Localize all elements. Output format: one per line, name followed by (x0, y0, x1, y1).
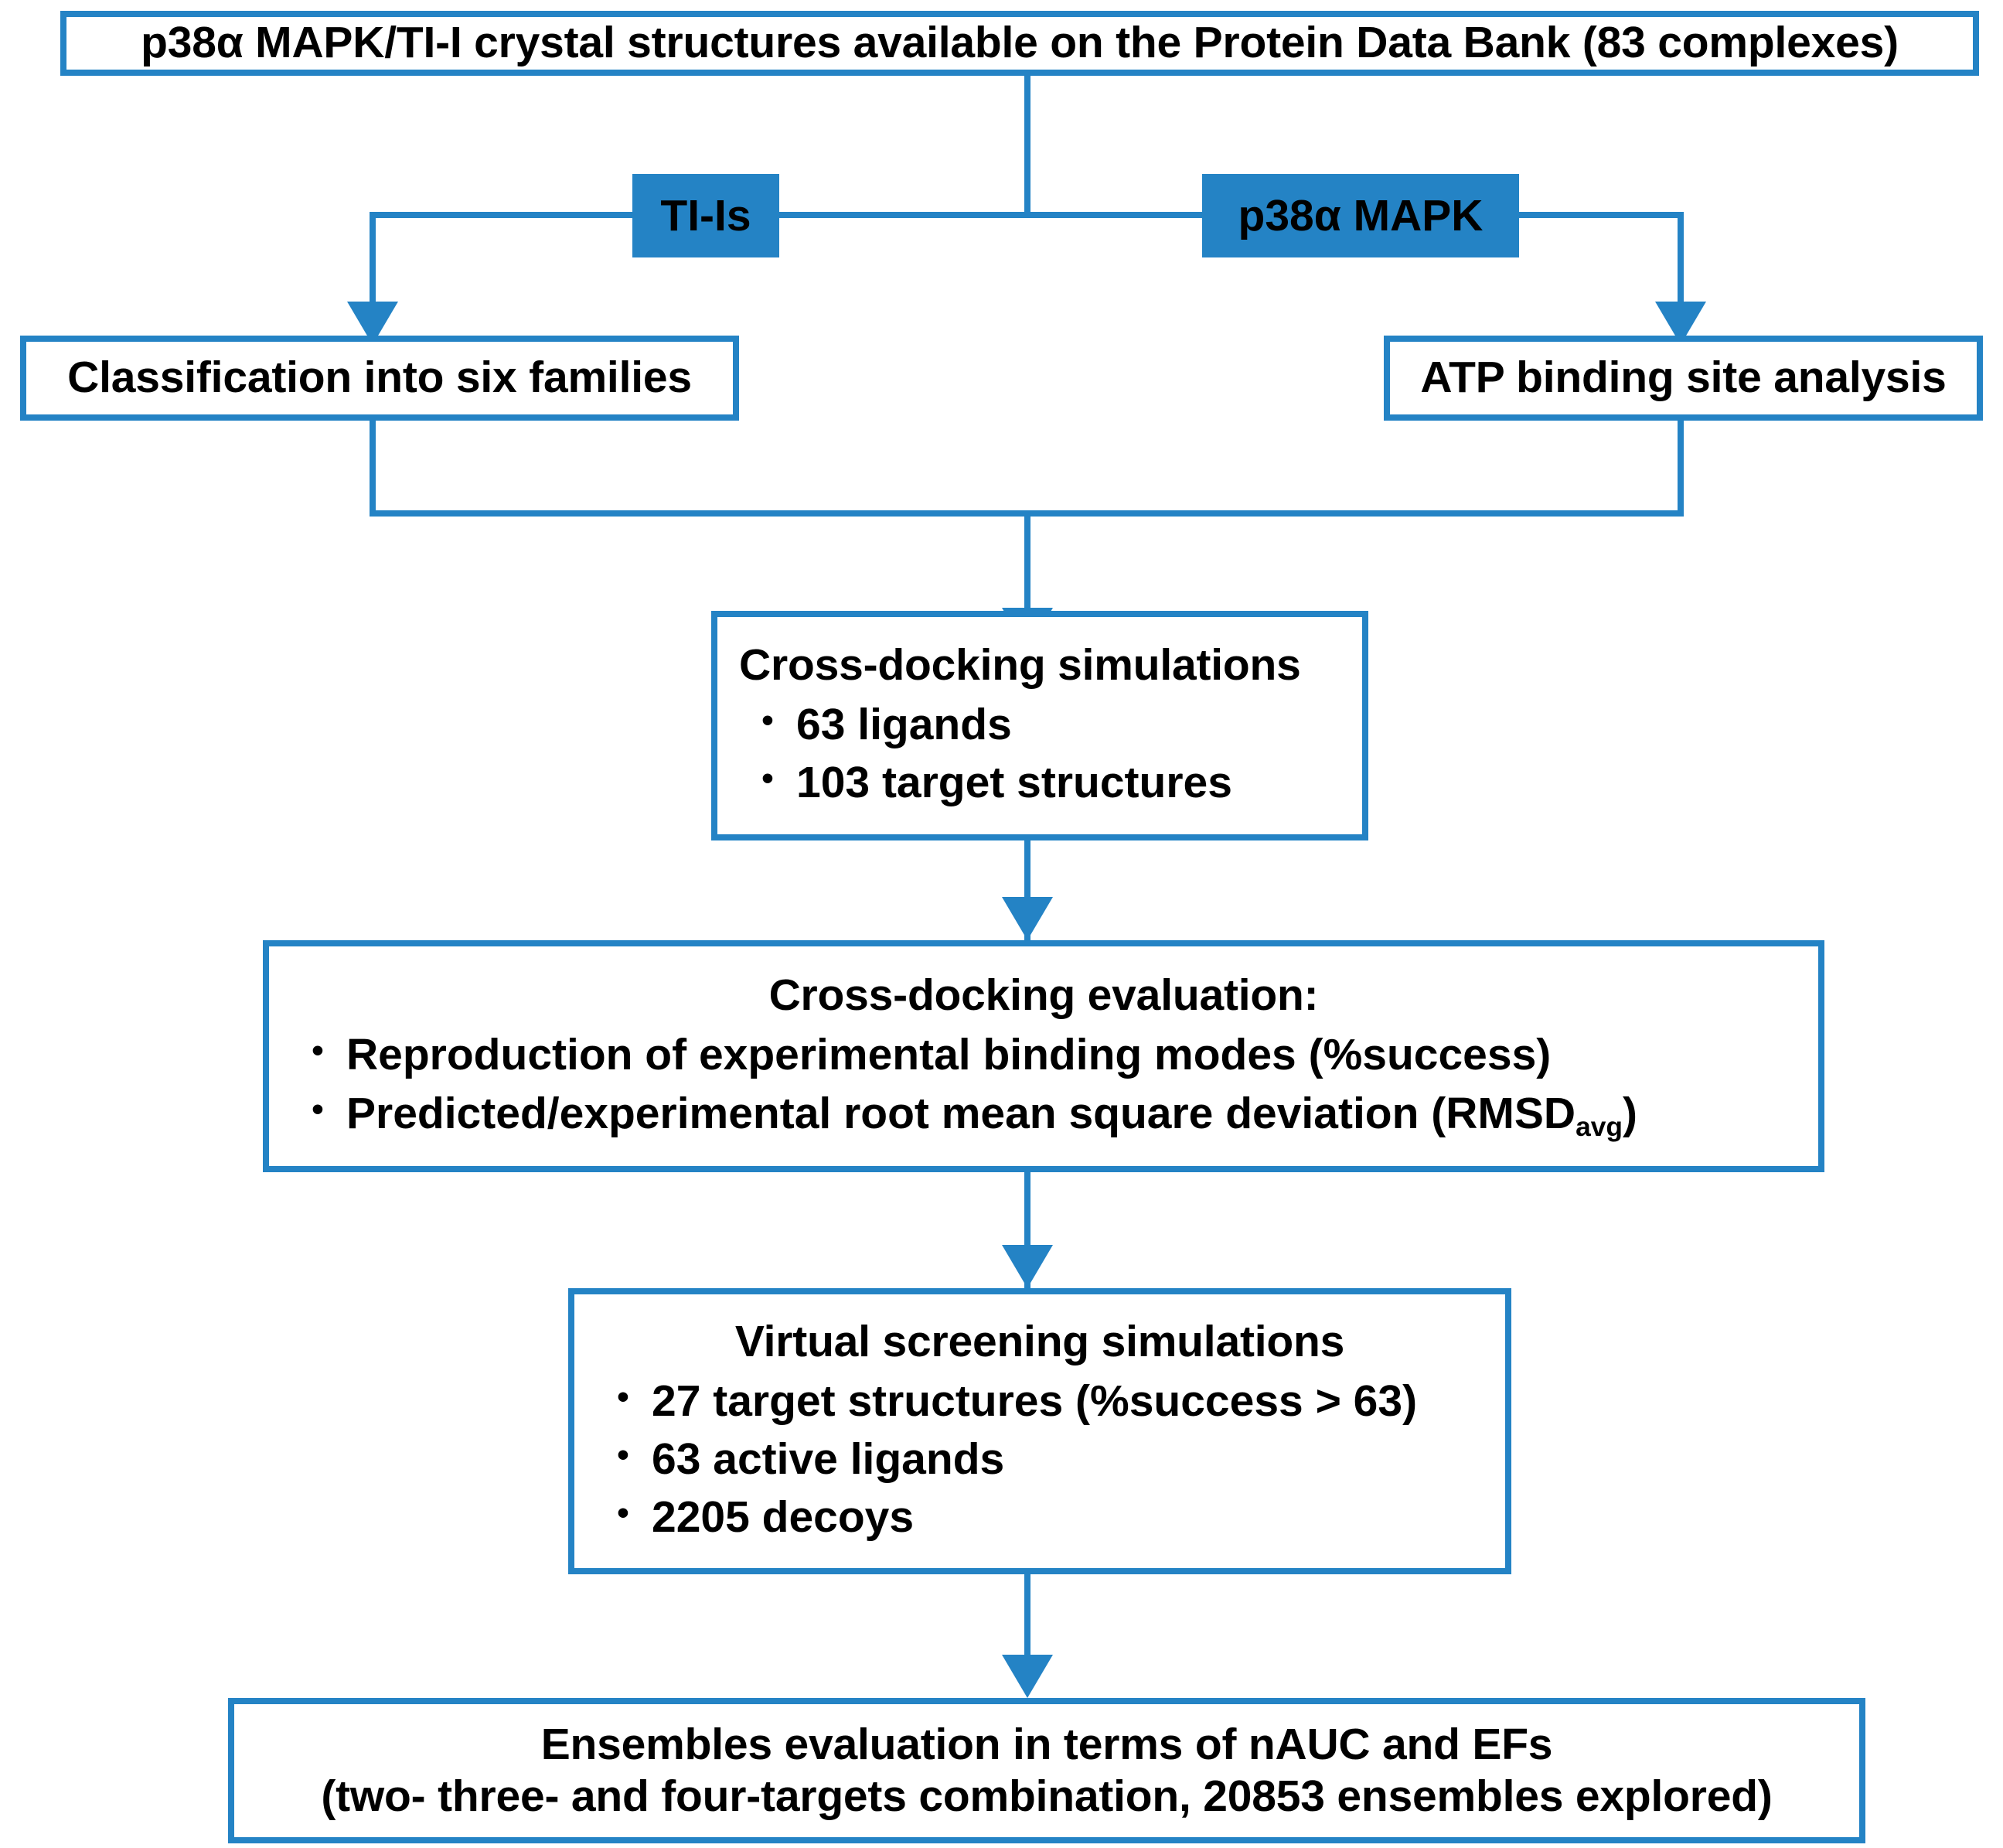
node-virtual-screening-bullet-list: • 27 target structures (%success > 63) •… (594, 1372, 1485, 1547)
connector-branch-right-vertical (1678, 212, 1684, 312)
list-item-label: 63 active ligands (652, 1434, 1005, 1484)
node-ensembles-line-1: Ensembles evaluation in terms of nAUC an… (540, 1719, 1553, 1769)
list-item: • 63 ligands (739, 696, 1340, 754)
node-atp-binding-site: ATP binding site analysis (1384, 336, 1983, 421)
node-atp-binding-site-label: ATP binding site analysis (1420, 353, 1947, 403)
list-item: • 2205 decoys (594, 1488, 1485, 1546)
rmsd-subscript: avg (1575, 1112, 1623, 1143)
node-virtual-screening-title: Virtual screening simulations (734, 1316, 1345, 1366)
bullet-icon: • (617, 1494, 629, 1533)
list-item: • 27 target structures (%success > 63) (594, 1372, 1485, 1430)
connector-classification-down (370, 421, 376, 517)
list-item-label: 27 target structures (%success > 63) (652, 1376, 1418, 1426)
node-ensembles-evaluation: Ensembles evaluation in terms of nAUC an… (228, 1698, 1865, 1843)
connector-atp-down (1678, 421, 1684, 517)
node-cross-docking-title: Cross-docking simulations (739, 639, 1301, 690)
list-item-label: 103 target structures (796, 758, 1232, 808)
list-item-label: 2205 decoys (652, 1492, 915, 1543)
branch-label-ti-is-text: TI-Is (660, 191, 751, 240)
bullet-icon: • (617, 1436, 629, 1474)
node-classification: Classification into six families (20, 336, 739, 421)
connector-branch-left-vertical (370, 212, 376, 312)
list-item: • Predicted/experimental root mean squar… (289, 1085, 1798, 1143)
node-cross-docking-simulations: Cross-docking simulations • 63 ligands •… (711, 611, 1368, 840)
connector-evaluation-down (1024, 1172, 1030, 1288)
connector-virtual-screening-down (1024, 1574, 1030, 1667)
branch-label-p38a-mapk: p38α MAPK (1202, 174, 1519, 257)
bullet-icon: • (617, 1377, 629, 1416)
node-ensembles-line-2: (two- three- and four-targets combinatio… (321, 1771, 1773, 1821)
node-source-structures: p38α MAPK/TI-I crystal structures availa… (60, 11, 1979, 76)
list-item-label: Predicted/experimental root mean square … (346, 1085, 1798, 1143)
connector-cross-docking-down (1024, 840, 1030, 941)
bullet-icon: • (312, 1089, 324, 1128)
node-cross-docking-evaluation-bullet-list: • Reproduction of experimental binding m… (289, 1026, 1798, 1142)
node-cross-docking-bullet-list: • 63 ligands • 103 target structures (739, 696, 1340, 812)
node-classification-label: Classification into six families (67, 353, 692, 403)
bullet-icon: • (761, 701, 774, 739)
rmsd-close-paren: ) (1622, 1088, 1637, 1138)
list-item-label: Reproduction of experimental binding mod… (346, 1030, 1552, 1080)
connector-branch-bar (370, 212, 1684, 218)
list-item-label: 63 ligands (796, 699, 1012, 749)
node-virtual-screening: Virtual screening simulations • 27 targe… (568, 1288, 1511, 1574)
list-item: • 103 target structures (739, 754, 1340, 812)
node-cross-docking-evaluation-title: Cross-docking evaluation: (768, 970, 1319, 1021)
connector-source-trunk (1024, 76, 1030, 215)
list-item: • Reproduction of experimental binding m… (289, 1026, 1798, 1084)
node-source-label: p38α MAPK/TI-I crystal structures availa… (141, 18, 1899, 68)
bullet-icon: • (761, 759, 774, 798)
list-item-label-main: Predicted/experimental root mean square … (346, 1088, 1576, 1138)
node-cross-docking-evaluation: Cross-docking evaluation: • Reproduction… (263, 940, 1824, 1172)
arrowhead-to-virtual-screening (1002, 1245, 1053, 1288)
bullet-icon: • (312, 1031, 324, 1070)
list-item: • 63 active ligands (594, 1430, 1485, 1488)
connector-merge-trunk (1024, 510, 1030, 619)
branch-label-ti-is: TI-Is (632, 174, 779, 257)
branch-label-p38a-mapk-text: p38α MAPK (1238, 191, 1484, 240)
arrowhead-to-cross-docking-eval (1002, 897, 1053, 940)
arrowhead-to-ensembles (1002, 1655, 1053, 1698)
